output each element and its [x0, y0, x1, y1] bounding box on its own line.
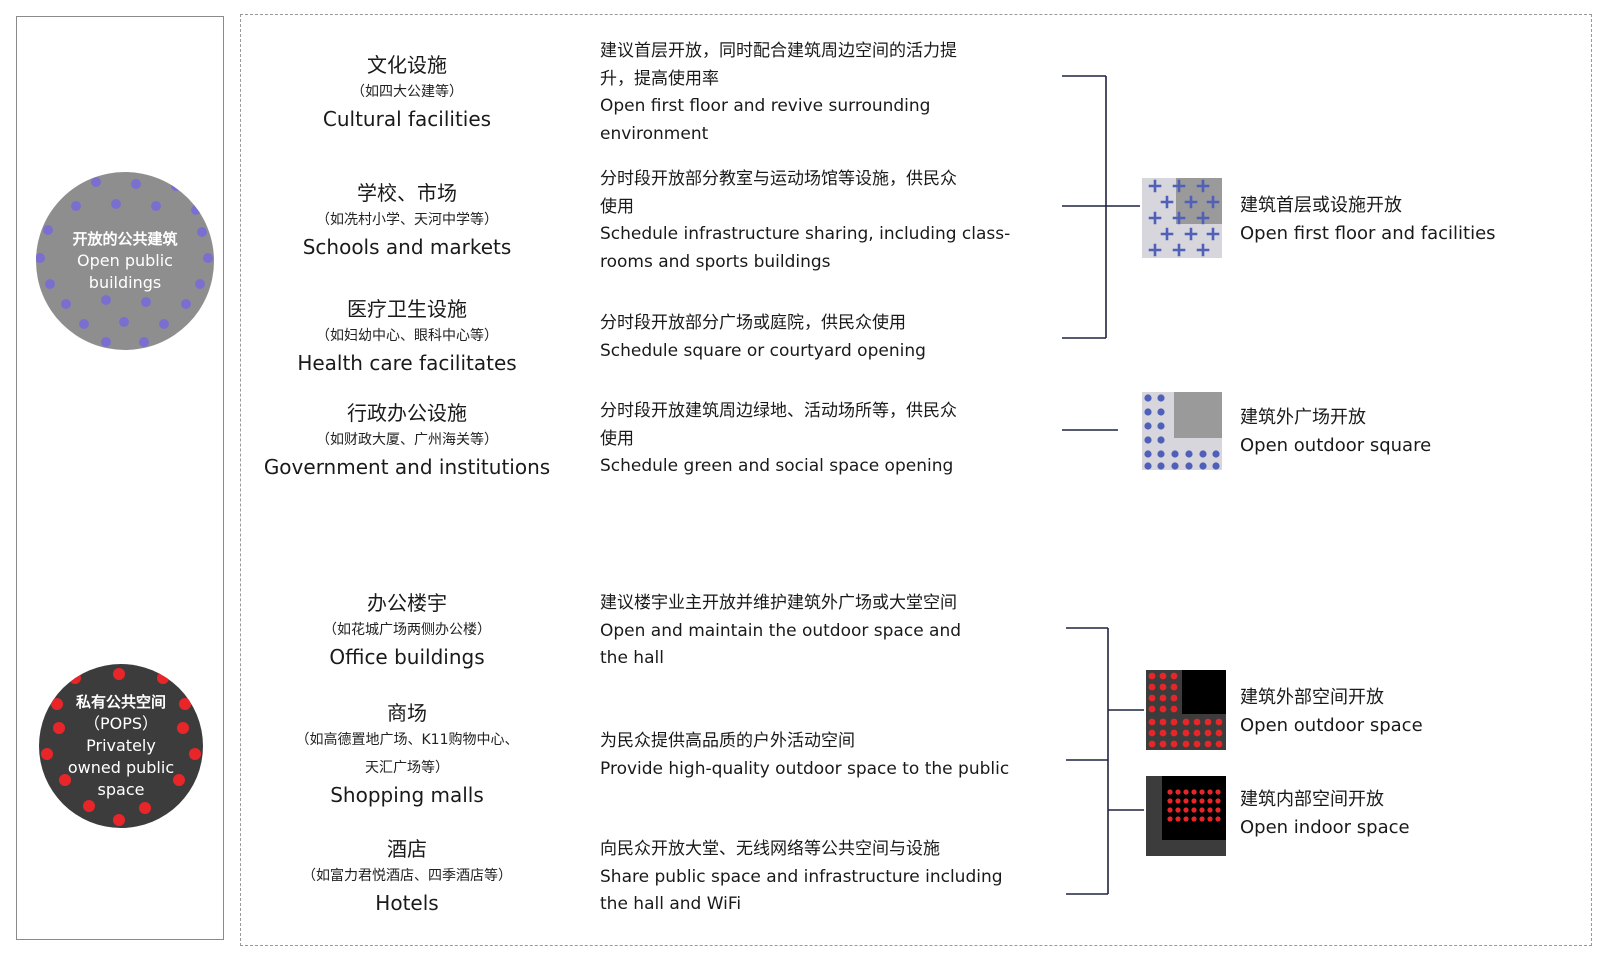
- left-panel: [16, 16, 224, 940]
- category-examples: （如四大公建等）: [351, 84, 463, 100]
- desc-hotels: 向民众开放大堂、无线网络等公共空间与设施 Share public space …: [600, 836, 1020, 919]
- desc-line: the hall and WiFi: [600, 894, 742, 914]
- category-government: 行政办公设施 （如财政大厦、广州海关等） Government and inst…: [260, 400, 554, 480]
- category-shopping: 商场 （如高德置地广场、K11购物中心、 天汇广场等） Shopping mal…: [260, 700, 554, 808]
- desc-cultural: 建议首层开放，同时配合建筑周边空间的活力提 升，提高使用率 Open first…: [600, 38, 1020, 148]
- category-health: 医疗卫生设施 （如妇幼中心、眼科中心等） Health care facilit…: [260, 296, 554, 376]
- legend-first-floor: 建筑首层或设施开放 Open first floor and facilitie…: [1240, 192, 1496, 248]
- plus-pattern-icon: [1142, 178, 1222, 258]
- desc-line: 分时段开放建筑周边绿地、活动场所等，供民众: [600, 401, 957, 421]
- desc-line: 升，提高使用率: [600, 68, 719, 89]
- desc-line: environment: [600, 123, 709, 144]
- desc-line: 建议首层开放，同时配合建筑周边空间的活力提: [600, 41, 957, 61]
- desc-office: 建议楼宇业主开放并维护建筑外广场或大堂空间 Open and maintain …: [600, 590, 1020, 673]
- desc-line: Open and maintain the outdoor space and: [600, 620, 962, 641]
- red-dot-indoor-icon: [1146, 776, 1226, 856]
- legend-outdoor-space: 建筑外部空间开放 Open outdoor space: [1240, 684, 1423, 740]
- desc-line: 向民众开放大堂、无线网络等公共空间与设施: [600, 839, 940, 859]
- open-public-buildings-label: 开放的公共建筑 Open public buildings: [36, 172, 214, 350]
- legend-en: Open outdoor square: [1240, 435, 1432, 456]
- open-public-buildings-en-1: Open public: [77, 251, 173, 270]
- desc-line: Provide high-quality outdoor space to th…: [600, 758, 1010, 779]
- category-en: Schools and markets: [302, 235, 512, 259]
- desc-shopping: 为民众提供高品质的户外活动空间 Provide high-quality out…: [600, 728, 1020, 783]
- category-en: Shopping malls: [330, 783, 484, 807]
- category-examples: （如冼村小学、天河中学等）: [316, 212, 498, 228]
- dot-pattern-icon: [1142, 392, 1222, 470]
- category-zh: 文化设施: [367, 53, 447, 77]
- category-examples: （如妇幼中心、眼科中心等）: [316, 328, 498, 344]
- category-zh: 学校、市场: [357, 181, 457, 205]
- desc-line: Schedule infrastructure sharing, includi…: [600, 224, 1011, 244]
- category-cultural: 文化设施 （如四大公建等） Cultural facilities: [260, 52, 554, 132]
- legend-outdoor-square: 建筑外广场开放 Open outdoor square: [1240, 404, 1431, 460]
- category-en: Cultural facilities: [322, 107, 492, 131]
- category-examples-2: 天汇广场等）: [365, 760, 449, 776]
- category-zh: 酒店: [387, 837, 427, 861]
- pops-en-1: Privately: [86, 736, 156, 755]
- legend-zh: 建筑首层或设施开放: [1240, 195, 1402, 216]
- pops-en-3: space: [97, 780, 145, 799]
- category-zh: 医疗卫生设施: [347, 297, 467, 321]
- legend-en: Open indoor space: [1240, 817, 1410, 838]
- category-examples: （如高德置地广场、K11购物中心、: [295, 732, 519, 748]
- desc-government: 分时段开放建筑周边绿地、活动场所等，供民众 使用 Schedule green …: [600, 398, 1020, 481]
- category-hotels: 酒店 （如富力君悦酒店、四季酒店等） Hotels: [260, 836, 554, 916]
- pops-abbr: （POPS）: [83, 714, 159, 733]
- category-en: Office buildings: [329, 645, 485, 669]
- open-public-buildings-circle: 开放的公共建筑 Open public buildings: [36, 172, 214, 350]
- desc-line: the hall: [600, 648, 664, 668]
- pops-circle: 私有公共空间 （POPS） Privately owned public spa…: [39, 664, 203, 828]
- category-en: Government and institutions: [263, 455, 551, 479]
- desc-line: Share public space and infrastructure in…: [600, 866, 1003, 887]
- pops-label: 私有公共空间 （POPS） Privately owned public spa…: [39, 664, 203, 828]
- category-schools: 学校、市场 （如冼村小学、天河中学等） Schools and markets: [260, 180, 554, 260]
- legend-en: Open first floor and facilities: [1240, 223, 1496, 244]
- category-zh: 办公楼宇: [367, 591, 447, 615]
- category-zh: 商场: [387, 701, 427, 725]
- legend-zh: 建筑内部空间开放: [1240, 789, 1384, 810]
- desc-line: Schedule green and social space opening: [600, 456, 954, 476]
- desc-line: 分时段开放部分教室与运动场馆等设施，供民众: [600, 169, 957, 189]
- legend-zh: 建筑外广场开放: [1240, 407, 1366, 428]
- desc-schools: 分时段开放部分教室与运动场馆等设施，供民众 使用 Schedule infras…: [600, 166, 1020, 276]
- category-en: Health care facilitates: [297, 351, 517, 375]
- category-examples: （如花城广场两侧办公楼）: [323, 622, 491, 638]
- category-examples: （如富力君悦酒店、四季酒店等）: [302, 868, 512, 884]
- category-office: 办公楼宇 （如花城广场两侧办公楼） Office buildings: [260, 590, 554, 670]
- category-examples: （如财政大厦、广州海关等）: [316, 432, 498, 448]
- category-zh: 行政办公设施: [347, 401, 467, 425]
- desc-line: 使用: [600, 196, 634, 217]
- desc-line: Schedule square or courtyard opening: [600, 340, 926, 361]
- desc-line: 分时段开放部分广场或庭院，供民众使用: [600, 313, 906, 333]
- pops-zh: 私有公共空间: [75, 693, 166, 711]
- red-dot-pattern: [41, 668, 201, 826]
- red-dot-outdoor-icon: [1146, 670, 1226, 750]
- legend-zh: 建筑外部空间开放: [1240, 687, 1384, 708]
- open-public-buildings-en-2: buildings: [88, 273, 162, 292]
- purple-dot-pattern: [36, 177, 213, 347]
- desc-line: Open first floor and revive surrounding: [600, 96, 931, 116]
- pops-en-2: owned public: [67, 758, 175, 777]
- desc-line: 使用: [600, 428, 634, 449]
- desc-line: rooms and sports buildings: [600, 251, 831, 272]
- right-panel: [240, 14, 1592, 946]
- legend-indoor-space: 建筑内部空间开放 Open indoor space: [1240, 786, 1410, 842]
- desc-health: 分时段开放部分广场或庭院，供民众使用 Schedule square or co…: [600, 310, 1020, 365]
- category-en: Hotels: [375, 891, 439, 915]
- open-public-buildings-zh: 开放的公共建筑: [72, 230, 178, 248]
- legend-en: Open outdoor space: [1240, 715, 1423, 736]
- desc-line: 建议楼宇业主开放并维护建筑外广场或大堂空间: [600, 593, 957, 613]
- desc-line: 为民众提供高品质的户外活动空间: [600, 731, 855, 751]
